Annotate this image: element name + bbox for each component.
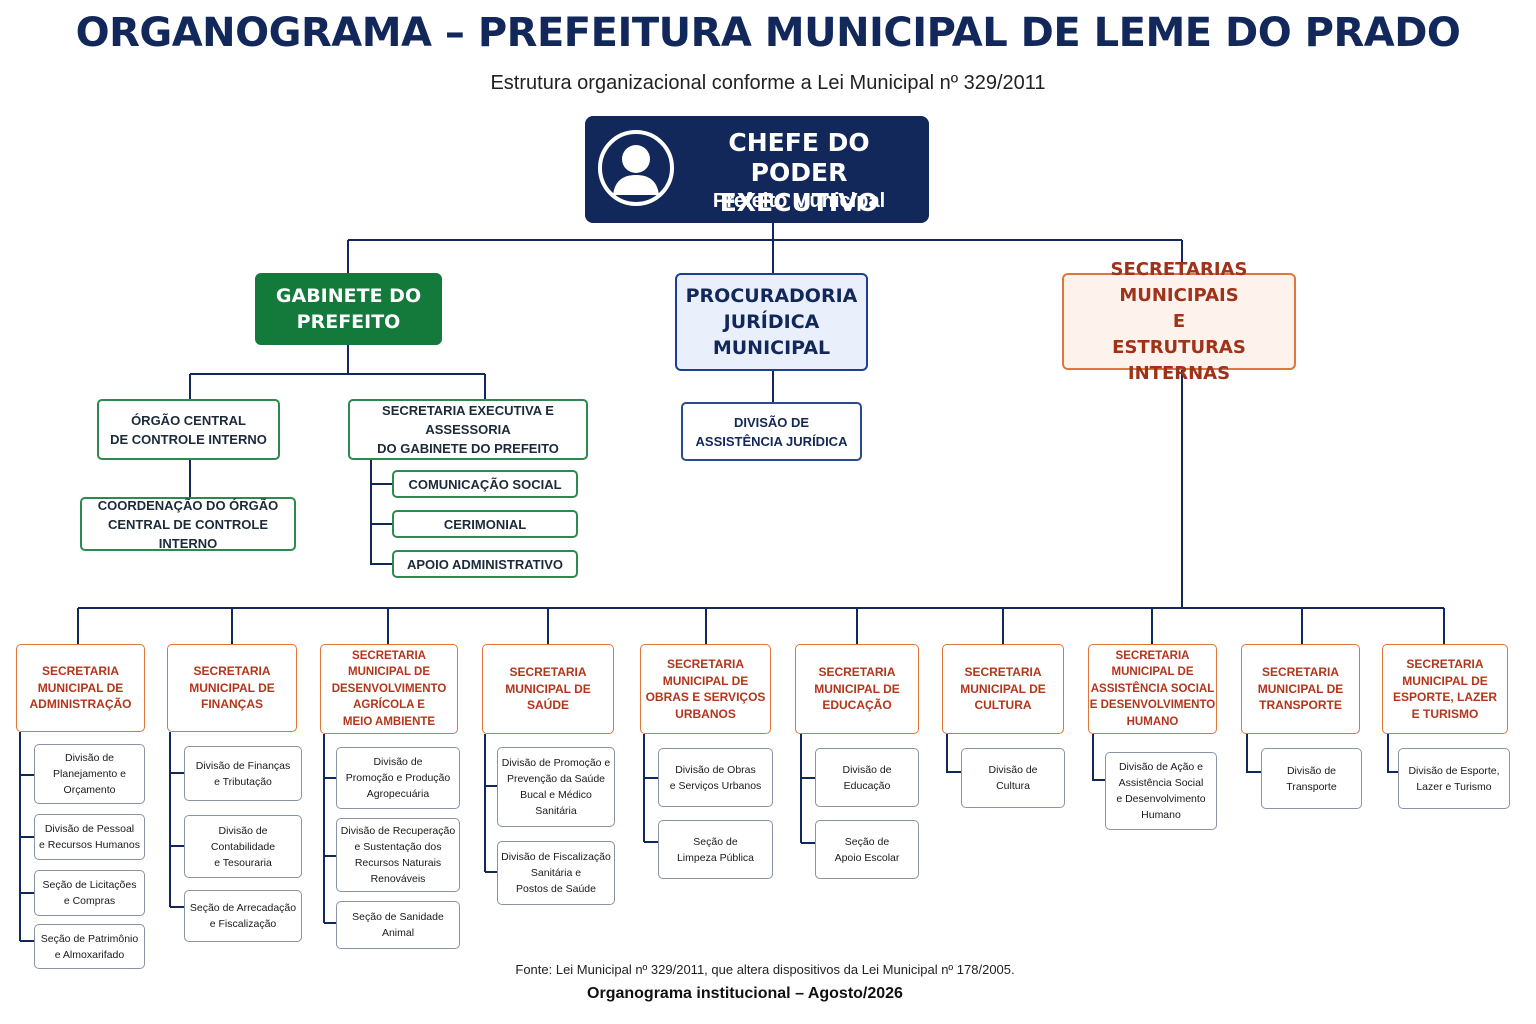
comunicacao-social-box: COMUNICAÇÃO SOCIAL [392, 470, 578, 498]
divisao-cultura: Divisão de Cultura [961, 748, 1065, 808]
divisao-acao-assistencia-social: Divisão de Ação e Assistência Social e D… [1105, 752, 1217, 830]
page-subtitle: Estrutura organizacional conforme a Lei … [490, 72, 1046, 94]
cerimonial-box: CERIMONIAL [392, 510, 578, 538]
divisao-fiscalizacao-sanitaria: Divisão de Fiscalização Sanitária e Post… [497, 841, 615, 905]
secretaria-desenvolvimento-agricola: SECRETARIA MUNICIPAL DE DESENVOLVIMENTO … [320, 644, 458, 734]
secao-licitacoes: Seção de Licitações e Compras [34, 870, 145, 916]
secretaria-educacao: SECRETARIA MUNICIPAL DE EDUCAÇÃO [795, 644, 919, 734]
secao-patrimonio: Seção de Patrimônio e Almoxarifado [34, 924, 145, 969]
secretaria-executiva-box: SECRETARIA EXECUTIVA E ASSESSORIA DO GAB… [348, 399, 588, 460]
secretaria-administracao: SECRETARIA MUNICIPAL DE ADMINISTRAÇÃO [16, 644, 145, 732]
divisao-financas: Divisão de Finanças e Tributação [184, 746, 302, 801]
secretarias-estruturas-box: SECRETARIAS MUNICIPAIS E ESTRUTURAS INTE… [1062, 259, 1296, 384]
secao-sanidade-animal: Seção de Sanidade Animal [336, 901, 460, 949]
secretaria-cultura: SECRETARIA MUNICIPAL DE CULTURA [942, 644, 1064, 734]
secao-apoio-escolar: Seção de Apoio Escolar [815, 820, 919, 879]
orgao-controle-interno-box: ÓRGÃO CENTRAL DE CONTROLE INTERNO [97, 399, 280, 460]
chart-caption: Organograma institucional – Agosto/2026 [587, 985, 903, 1002]
page-title: ORGANOGRAMA – PREFEITURA MUNICIPAL DE LE… [75, 10, 1461, 56]
divisao-obras: Divisão de Obras e Serviços Urbanos [658, 748, 773, 807]
coordenacao-controle-interno-box: COORDENAÇÃO DO ÓRGÃO CENTRAL DE CONTROLE… [80, 497, 296, 551]
secao-limpeza-publica: Seção de Limpeza Pública [658, 820, 773, 879]
divisao-promocao-agropecuaria: Divisão de Promoção e Produção Agropecuá… [336, 747, 460, 809]
divisao-pessoal: Divisão de Pessoal e Recursos Humanos [34, 814, 145, 860]
chefe-title: CHEFE DO PODER EXECUTIVO [719, 128, 879, 217]
divisao-educacao: Divisão de Educação [815, 748, 919, 807]
divisao-assistencia-juridica-box: DIVISÃO DE ASSISTÊNCIA JURÍDICA [681, 402, 862, 461]
gabinete-prefeito-box: GABINETE DO PREFEITO [255, 273, 442, 345]
chefe-poder-executivo-box: CHEFE DO PODER EXECUTIVO Prefeito Munici… [585, 116, 929, 223]
secao-arrecadacao: Seção de Arrecadação e Fiscalização [184, 890, 302, 942]
divisao-transporte: Divisão de Transporte [1261, 748, 1362, 809]
secretaria-obras: SECRETARIA MUNICIPAL DE OBRAS E SERVIÇOS… [640, 644, 771, 734]
divisao-promocao-saude: Divisão de Promoção e Prevenção da Saúde… [497, 747, 615, 827]
source-note: Fonte: Lei Municipal nº 329/2011, que al… [515, 962, 1015, 977]
secretaria-transporte: SECRETARIA MUNICIPAL DE TRANSPORTE [1241, 644, 1360, 734]
secretaria-esporte: SECRETARIA MUNICIPAL DE ESPORTE, LAZER E… [1382, 644, 1508, 734]
divisao-recuperacao-recursos: Divisão de Recuperação e Sustentação dos… [336, 818, 460, 892]
secretaria-saude: SECRETARIA MUNICIPAL DE SAÚDE [482, 644, 614, 734]
user-avatar-icon [598, 130, 674, 206]
secretaria-financas: SECRETARIA MUNICIPAL DE FINANÇAS [167, 644, 297, 732]
chefe-subtitle: Prefeito Municipal [712, 190, 886, 212]
divisao-esporte-lazer-turismo: Divisão de Esporte, Lazer e Turismo [1398, 748, 1510, 809]
divisao-planejamento: Divisão de Planejamento e Orçamento [34, 744, 145, 804]
apoio-administrativo-box: APOIO ADMINISTRATIVO [392, 550, 578, 578]
secretaria-assistencia-social: SECRETARIA MUNICIPAL DE ASSISTÊNCIA SOCI… [1088, 644, 1217, 734]
divisao-contabilidade: Divisão de Contabilidade e Tesouraria [184, 815, 302, 878]
procuradoria-box: PROCURADORIA JURÍDICA MUNICIPAL [675, 273, 868, 371]
